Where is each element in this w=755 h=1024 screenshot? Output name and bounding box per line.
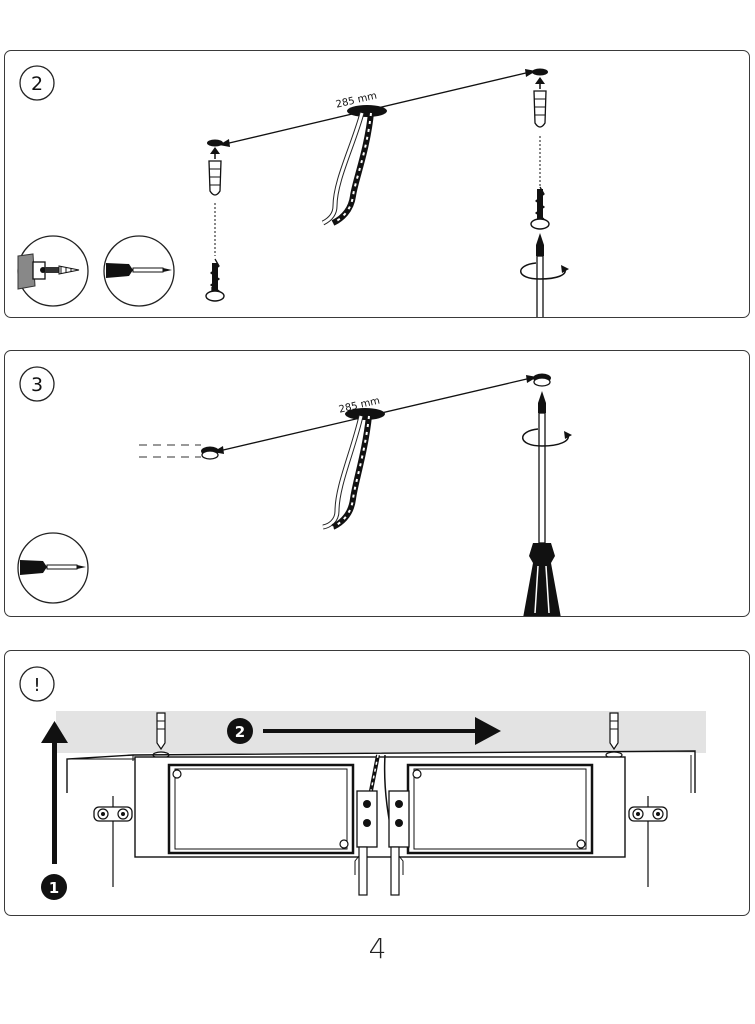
side-clip-right	[628, 796, 668, 887]
wall-plug-right	[533, 77, 547, 186]
slide-arrow: 2	[227, 717, 501, 745]
rotate-arrow-icon	[522, 428, 572, 447]
page-number: 4	[368, 932, 387, 965]
cable-outlet	[322, 408, 385, 530]
warning-symbol: !	[33, 675, 40, 696]
screw-head-right	[533, 373, 551, 387]
step-2-number: 2	[31, 73, 43, 95]
step-3-number: 3	[31, 374, 43, 396]
screwdriver-tool-icon	[17, 532, 89, 604]
driver-left	[167, 763, 355, 855]
side-clip-left	[93, 796, 133, 887]
step-2-panel: 2 285 mm	[4, 50, 750, 318]
terminal-block	[354, 790, 410, 896]
lift-arrow: 1	[41, 721, 68, 900]
mounting-note-panel: ! 1 2	[4, 650, 750, 916]
warning-badge: !	[19, 666, 55, 702]
wall-plug-left	[208, 147, 222, 256]
arrow-number-2: 2	[235, 723, 245, 741]
rotate-arrow-icon	[520, 262, 569, 280]
cable-outlet	[321, 105, 387, 226]
drill-tool-icon	[17, 235, 89, 307]
driver-right	[406, 763, 594, 855]
screwdriver-tool-icon	[103, 235, 175, 307]
screw-offset-guide	[139, 444, 201, 458]
screw-head-left	[201, 446, 219, 460]
step-2-badge: 2	[19, 65, 55, 101]
step-3-badge: 3	[19, 366, 55, 402]
mounting-bracket	[66, 750, 696, 793]
screw-right	[530, 186, 550, 230]
drill-hole-right	[532, 68, 548, 76]
screw-left	[205, 258, 225, 302]
screwdriver	[523, 391, 561, 616]
drill-hole-left	[207, 139, 223, 147]
step-3-panel: 3 285 mm	[4, 350, 750, 617]
screwdriver	[536, 233, 544, 317]
arrow-number-1: 1	[49, 879, 59, 897]
